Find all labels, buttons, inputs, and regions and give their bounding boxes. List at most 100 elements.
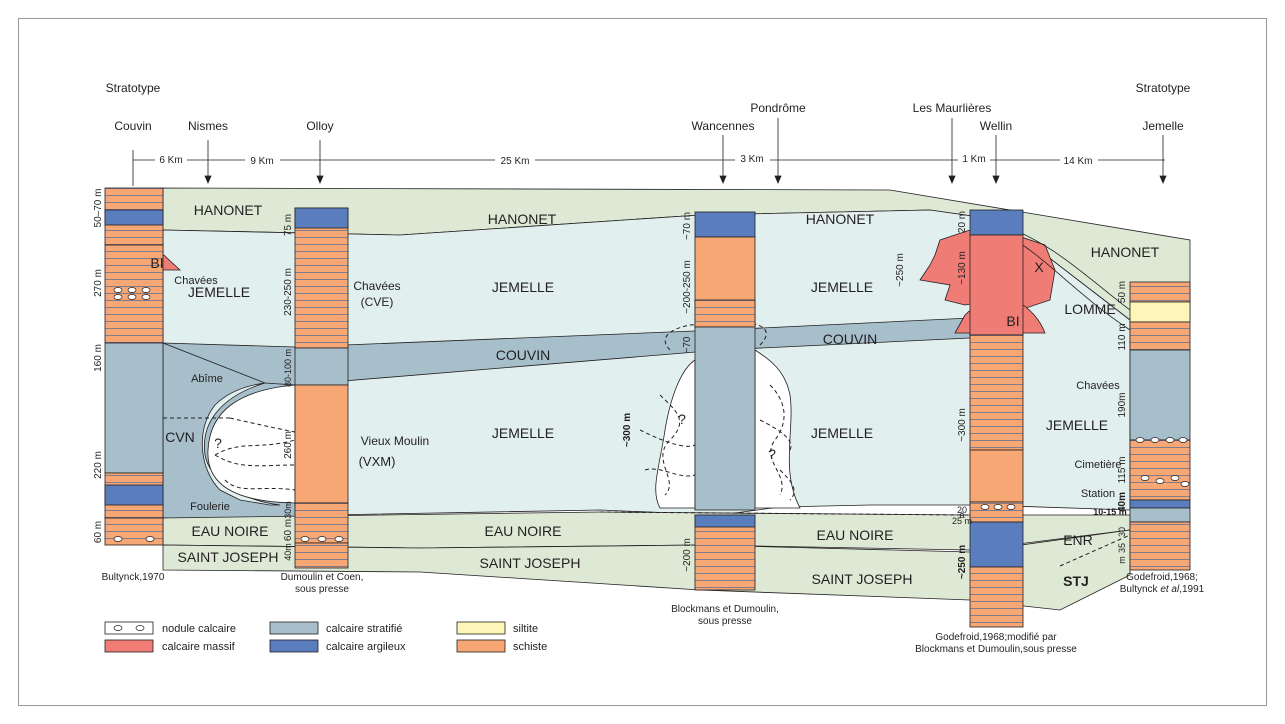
label-couvin-fm-2: COUVIN [823, 331, 877, 347]
thk-olloy-6: 60 m [283, 519, 294, 541]
label-pondrome: Pondrôme [750, 101, 806, 115]
label-x: X [1034, 259, 1044, 275]
legend-label-argileux: calcaire argileux [326, 641, 406, 653]
label-jemelle-stratotype: Stratotype [1136, 81, 1191, 95]
label-eau-noire-2: EAU NOIRE [484, 523, 561, 539]
column-jemelle [1129, 281, 1191, 571]
distance-olloy-wancennes: 25 Km [501, 156, 530, 167]
label-maurlieres: Les Maurlières [913, 101, 992, 115]
source-wanc-2: sous presse [698, 616, 752, 627]
distance-labels: 6 Km 9 Km 25 Km 3 Km 1 Km 14 Km [155, 151, 1098, 167]
lens-left-olloy [207, 384, 296, 504]
thk-wanc-5: ~200 m [682, 538, 693, 572]
thk-jem-4: 115 m [1117, 456, 1128, 483]
thk-well-4b: à [959, 510, 964, 520]
thk-wanc-3: ~70 [682, 336, 693, 353]
thk-couvin-2: 270 m [93, 269, 104, 297]
source-well-1: Godefroid,1968;modifié par [935, 632, 1057, 643]
thk-well-4a: 20 [957, 505, 967, 515]
source-jem-2: Bultynck et al,1991 [1120, 584, 1205, 595]
label-hanonet-3: HANONET [806, 211, 875, 227]
lens-left-wancennes [655, 359, 696, 509]
label-eau-noire-1: EAU NOIRE [191, 523, 268, 539]
thk-olloy-2: 230-250 m [283, 268, 294, 316]
column-wellin [969, 209, 1024, 628]
source-olloy-1: Dumoulin et Coen, [281, 572, 364, 583]
label-couvin-fm-1: COUVIN [496, 347, 550, 363]
legend-swatch-argileux [269, 639, 319, 653]
thk-jem-3: 190m [1117, 392, 1128, 417]
locality-labels: Stratotype Couvin Nismes Olloy Wancennes… [106, 81, 1191, 133]
label-bi-wellin: BI [1006, 313, 1019, 329]
label-saint-joseph-3: SAINT JOSEPH [812, 571, 913, 587]
legend-label-stratifie: calcaire stratifié [326, 623, 402, 635]
distance-couvin-nismes: 6 Km [159, 155, 182, 166]
legend-label-massif: calcaire massif [162, 641, 236, 653]
question-mark-1: ? [214, 435, 222, 451]
source-couvin: Bultynck,1970 [102, 572, 165, 583]
label-chavees-couvin: Chavées [174, 275, 218, 287]
thk-jem-1: 50 m [1117, 281, 1128, 303]
thk-well-5: ~250 m [957, 545, 968, 579]
label-nismes: Nismes [188, 119, 228, 133]
label-vxm: (VXM) [359, 454, 396, 469]
column-olloy [294, 207, 349, 569]
label-couvin-stratotype: Stratotype [106, 81, 161, 95]
legend-label-siltite: siltite [513, 623, 538, 635]
legend-swatch-stratifie [269, 621, 319, 635]
label-vieux-moulin: Vieux Moulin [361, 434, 429, 448]
label-jemelle-5: JEMELLE [811, 425, 873, 441]
label-hanonet-4: HANONET [1091, 244, 1160, 260]
label-bi-couvin: BI [150, 255, 163, 271]
label-saint-joseph-1: SAINT JOSEPH [178, 549, 279, 565]
label-abime: Abîme [191, 373, 223, 385]
label-jemelle-1: JEMELLE [188, 284, 250, 300]
figure-frame [18, 18, 1267, 706]
label-jemelle-4: JEMELLE [492, 425, 554, 441]
label-hanonet-2: HANONET [488, 211, 557, 227]
label-jemelle: Jemelle [1142, 119, 1184, 133]
label-jemelle-2: JEMELLE [492, 279, 554, 295]
source-jem-1: Godefroid,1968; [1126, 572, 1198, 583]
legend: nodule calcaire calcaire massif calcaire… [104, 621, 547, 653]
column-wancennes [694, 211, 756, 591]
legend-swatch-siltite [456, 621, 506, 635]
label-hanonet-1: HANONET [194, 202, 263, 218]
source-olloy-2: sous presse [295, 584, 349, 595]
label-stj: STJ [1063, 573, 1089, 589]
thk-wanc-4: ~300 m [622, 413, 633, 447]
thk-jem-6: 10-15 m [1093, 507, 1127, 517]
thk-couvin-3: 160 m [93, 344, 104, 372]
nodules [113, 287, 1190, 542]
legend-label-nodule: nodule calcaire [162, 623, 236, 635]
label-chavees-olloy: Chavées [353, 279, 400, 293]
thk-olloy-4: 260 m [283, 431, 294, 459]
distance-maurlieres-wellin: 1 Km [962, 154, 985, 165]
label-saint-joseph-2: SAINT JOSEPH [480, 555, 581, 571]
wavy-boundaries [163, 321, 1131, 567]
label-wellin: Wellin [980, 119, 1012, 133]
distance-wellin-jemelle: 14 Km [1064, 156, 1093, 167]
source-well-2: Blockmans et Dumoulin,sous presse [915, 644, 1077, 655]
thk-couvin-4: 220 m [93, 451, 104, 479]
thk-olloy-3: 80-100 m [283, 349, 293, 387]
legend-swatch-nodule [104, 621, 154, 635]
thk-jem-2: 110 m [1117, 323, 1128, 350]
thk-well-4c: 25 m [952, 516, 972, 526]
label-chavees-jemelle: Chavées [1076, 380, 1120, 392]
label-jemelle-6: JEMELLE [1046, 417, 1108, 433]
label-cimetiere: Cimetière [1074, 459, 1121, 471]
label-station: Station [1081, 488, 1115, 500]
thickness-labels: 50–70 m 270 m 160 m 220 m 60 m 75 m 230-… [93, 189, 1128, 580]
thk-wanc-1: ~70 m [682, 212, 693, 240]
source-labels: Bultynck,1970 Dumoulin et Coen, sous pre… [102, 572, 1205, 655]
thk-jem-9: m [1117, 556, 1127, 564]
label-olloy: Olloy [306, 119, 333, 133]
thk-pond-1: ~250 m [895, 253, 906, 287]
label-enr: ENR [1063, 532, 1093, 548]
thk-couvin-5: 60 m [93, 521, 104, 543]
legend-swatch-massif [104, 639, 154, 653]
thk-jem-7: 30 [1117, 527, 1127, 537]
thk-olloy-1: 75 m [283, 214, 294, 236]
